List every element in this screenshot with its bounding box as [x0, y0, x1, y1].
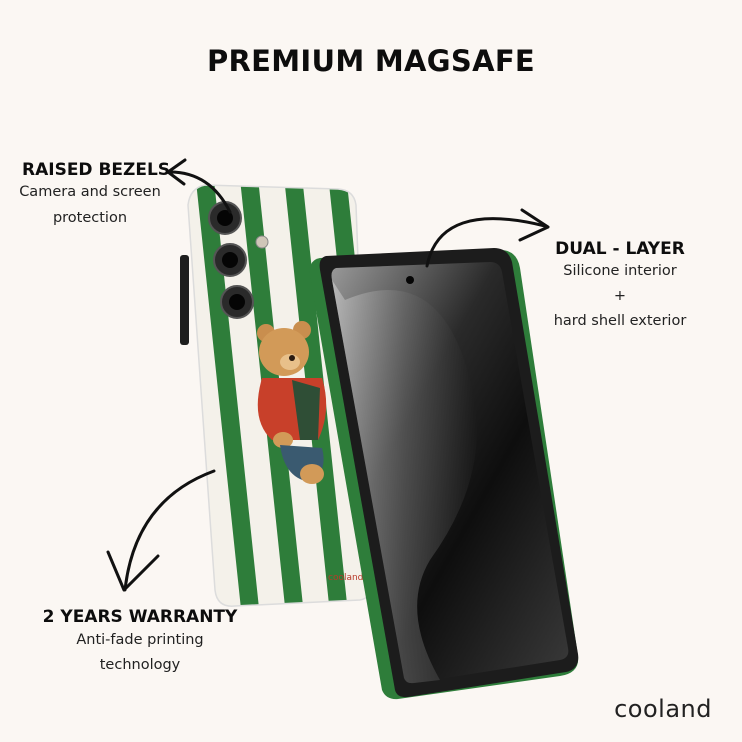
feature-text-bezels-2: protection — [52, 210, 128, 226]
feature-text-warranty-2: technology — [99, 657, 181, 673]
page-title: PREMIUM MAGSAFE — [206, 44, 536, 78]
front-camera-icon — [406, 276, 414, 284]
curved-arrow-icon — [425, 208, 550, 268]
curved-arrow-icon — [106, 469, 216, 592]
brand-logo: cooland — [614, 695, 712, 723]
camera-lens-icon — [208, 201, 269, 319]
front-phone — [309, 248, 579, 700]
curved-arrow-icon — [166, 158, 232, 214]
teddy-bear-illustration — [257, 321, 327, 484]
feature-text-dual-layer-3: hard shell exterior — [553, 313, 687, 329]
feature-heading-dual-layer: DUAL - LAYER — [555, 239, 685, 259]
feature-text-dual-layer-2: + — [613, 288, 627, 304]
feature-text-warranty-1: Anti-fade printing — [76, 632, 204, 648]
feature-heading-warranty: 2 YEARS WARRANTY — [42, 607, 238, 627]
case-print-text: cooland — [328, 573, 363, 583]
feature-heading-bezels: RAISED BEZELS — [22, 160, 171, 180]
feature-text-bezels-1: Camera and screen — [19, 184, 161, 200]
feature-text-dual-layer-1: Silicone interior — [563, 263, 677, 279]
side-button — [180, 255, 189, 345]
